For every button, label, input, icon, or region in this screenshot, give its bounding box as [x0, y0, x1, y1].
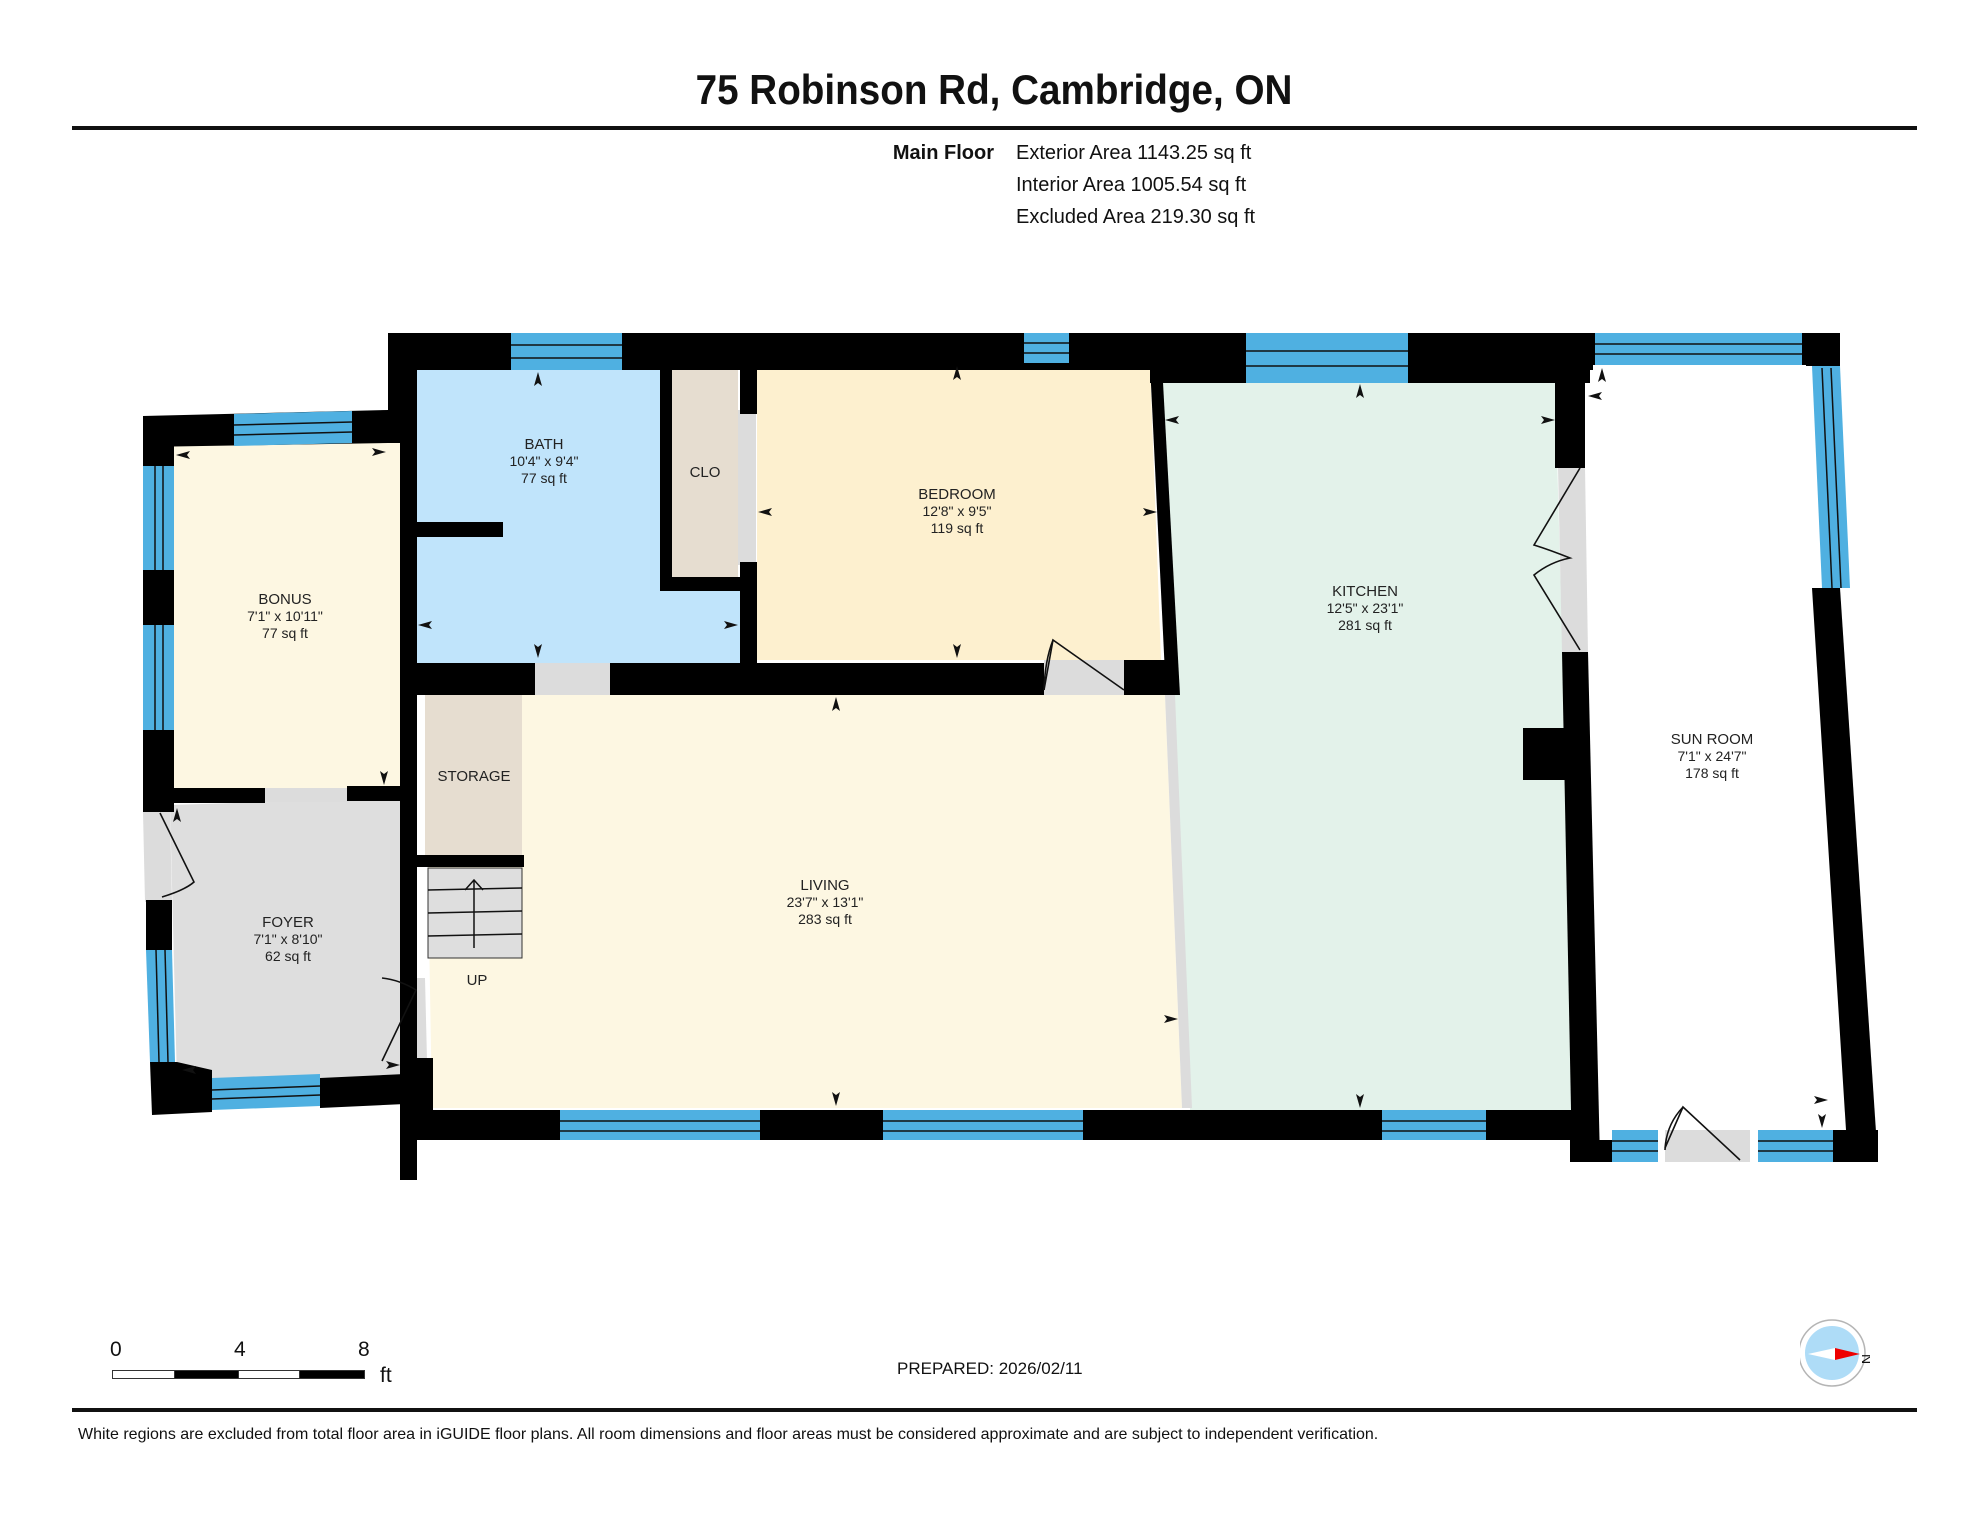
bath-doorway	[535, 663, 610, 695]
stairs-up-label: UP	[467, 972, 488, 989]
scale-tick-8: 8	[358, 1338, 370, 1361]
window-bonus-left-1	[143, 466, 174, 570]
scale-tick-0: 0	[110, 1338, 122, 1361]
kitchen-name: KITCHEN	[1332, 583, 1398, 600]
room-kitchen[interactable]	[1162, 382, 1575, 1110]
room-bedroom[interactable]	[757, 364, 1161, 660]
window-sunroom-right	[1812, 366, 1850, 589]
bath-dims: 10'4" x 9'4"	[510, 453, 579, 469]
kitchen-area: 281 sq ft	[1338, 617, 1392, 633]
exterior-area: Exterior Area 1143.25 sq ft	[1016, 142, 1252, 164]
bonus-name: BONUS	[258, 591, 311, 608]
compass-north-label: N	[1859, 1354, 1870, 1364]
bonus-dims: 7'1" x 10'11"	[247, 608, 323, 624]
bedroom-dims: 12'8" x 9'5"	[923, 503, 992, 519]
scale-unit: ft	[380, 1364, 392, 1387]
window-foyer-bottom	[211, 1074, 321, 1110]
floor-label: Main Floor	[892, 142, 994, 164]
bonus-area: 77 sq ft	[262, 625, 308, 641]
foyer-area: 62 sq ft	[265, 948, 311, 964]
bath-area: 77 sq ft	[521, 470, 567, 486]
window-living-bottom-2	[883, 1110, 1083, 1140]
sunroom-area: 178 sq ft	[1685, 765, 1739, 781]
living-name: LIVING	[800, 877, 849, 894]
room-labels: BATH 10'4" x 9'4" 77 sq ft CLO BEDROOM 1…	[247, 436, 1753, 989]
room-living[interactable]	[425, 695, 1182, 1108]
page-title: 75 Robinson Rd, Cambridge, ON	[695, 66, 1293, 113]
prepared-date: PREPARED: 2026/02/11	[897, 1359, 1083, 1378]
window-bonus-top	[233, 411, 353, 446]
window-foyer-left	[146, 949, 175, 1063]
doors	[159, 467, 1741, 1161]
bedroom-area: 119 sq ft	[931, 520, 984, 536]
window-kitchen-top	[1246, 333, 1408, 383]
windows	[143, 333, 1850, 1162]
storage-name: STORAGE	[437, 768, 510, 785]
kitchen-dims: 12'5" x 23'1"	[1327, 600, 1404, 616]
scale-tick-4: 4	[234, 1338, 246, 1361]
window-living-bottom-1	[560, 1110, 760, 1140]
living-area: 283 sq ft	[798, 911, 852, 927]
window-bath-top	[511, 333, 622, 370]
bottom-divider	[72, 1408, 1917, 1412]
bath-name: BATH	[525, 436, 564, 453]
window-bedroom-top	[1024, 333, 1069, 363]
room-storage[interactable]	[425, 695, 522, 857]
foyer-name: FOYER	[262, 914, 314, 931]
living-dims: 23'7" x 13'1"	[787, 894, 864, 910]
room-sunroom[interactable]	[1585, 366, 1838, 1130]
window-sunroom-bottom-2	[1758, 1130, 1833, 1162]
foyer-door-swing	[381, 977, 418, 1062]
front-door-swing	[159, 812, 195, 898]
stairs[interactable]	[427, 867, 523, 959]
foyer-dims: 7'1" x 8'10"	[254, 931, 323, 947]
bedroom-doorway	[1044, 660, 1124, 695]
closet-name: CLO	[690, 464, 721, 481]
sunroom-name: SUN ROOM	[1671, 731, 1754, 748]
scale-segment	[112, 1370, 175, 1379]
sunroom-dims: 7'1" x 24'7"	[1678, 748, 1747, 764]
kitchen-sunroom-opening	[1558, 467, 1588, 653]
room-closet[interactable]	[672, 369, 738, 577]
disclaimer: White regions are excluded from total fl…	[78, 1426, 1379, 1443]
excluded-area: Excluded Area 219.30 sq ft	[1016, 206, 1256, 228]
window-sunroom-top	[1595, 333, 1802, 365]
kitchen-bifold-door	[1532, 467, 1581, 651]
front-door-opening	[143, 812, 172, 902]
bonus-foyer-opening	[265, 788, 347, 802]
scale-segment	[174, 1370, 239, 1379]
room-bath[interactable]	[415, 370, 740, 663]
scale-segment	[299, 1370, 365, 1379]
room-bonus[interactable]	[174, 440, 400, 793]
compass-icon: N	[1800, 1319, 1870, 1387]
dimension-markers	[173, 366, 1828, 1128]
room-foyer[interactable]	[170, 798, 403, 1083]
scale-segment	[238, 1370, 300, 1379]
living-kitchen-opening	[1165, 695, 1192, 1108]
top-divider	[72, 126, 1917, 130]
window-sunroom-bottom-1	[1612, 1130, 1658, 1162]
closet-opening	[738, 410, 756, 565]
window-kitchen-bottom	[1382, 1110, 1486, 1140]
bedroom-name: BEDROOM	[918, 486, 996, 503]
interior-area: Interior Area 1005.54 sq ft	[1016, 174, 1247, 196]
window-bonus-left-2	[143, 625, 174, 730]
